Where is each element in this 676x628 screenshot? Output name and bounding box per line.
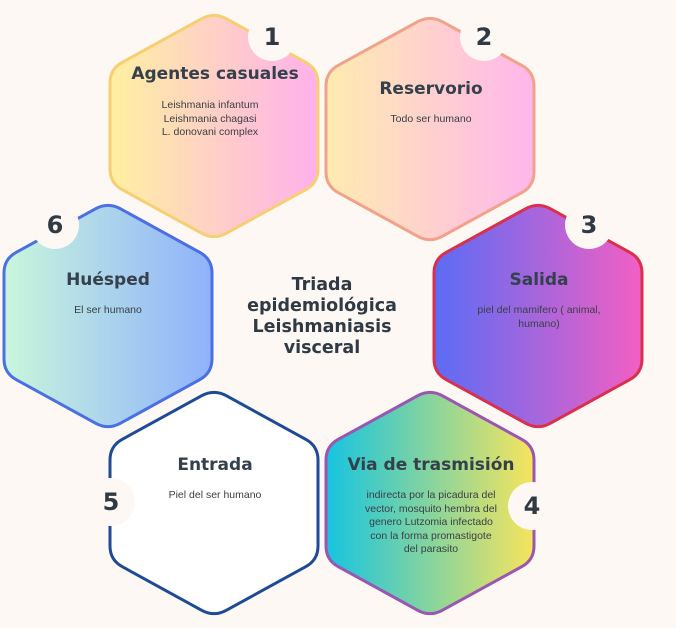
number-badge-circle: [508, 482, 556, 530]
hexagon-agentes-casuales: [108, 13, 320, 239]
center-title-line: Triada: [291, 275, 353, 295]
center-title-line: epidemiológica: [247, 296, 397, 316]
hex-body-reservorio: Todo ser humano: [326, 113, 536, 127]
hexagon-reservorio: [324, 16, 536, 242]
hex-body-line: indirecta por la picadura del: [366, 489, 496, 501]
hex-title-entrada: Entrada: [177, 455, 253, 475]
hexagon-entrada: [108, 390, 320, 616]
hex-body-line: genero Lutzomia infectado: [369, 516, 493, 528]
badge-number-2: 2: [475, 23, 493, 51]
number-badge-circle: [248, 13, 296, 61]
hex-body-salida: piel del mamifero ( animal, humano): [434, 304, 644, 331]
badge-number-3: 3: [580, 211, 598, 239]
hex-body-line: piel del mamifero ( animal,: [477, 304, 601, 316]
badge-number-6: 6: [46, 211, 64, 239]
hex-body-agentes-casuales: Leishmania infantum Leishmania chagasi L…: [110, 99, 310, 140]
hex-title-salida: Salida: [509, 270, 569, 290]
hex-title-via-de-trasmision: Via de trasmisión: [347, 455, 515, 475]
badge-number-4: 4: [523, 492, 541, 520]
hex-body-line: humano): [518, 317, 560, 330]
hexagon-salida: [432, 203, 644, 429]
number-badge-circle: [31, 201, 79, 249]
center-title: Triada epidemiológica Leishmaniasis visc…: [232, 275, 412, 359]
hex-body-line: del parasito: [403, 543, 459, 555]
hex-title-reservorio: Reservorio: [379, 79, 483, 99]
hex-body-huesped: El ser humano: [3, 304, 213, 318]
number-badge-circle: [87, 478, 135, 526]
center-title-line: visceral: [283, 338, 361, 358]
hex-body-line: con la forma promastigote: [370, 529, 492, 542]
hex-body-line: Piel del ser humano: [168, 489, 262, 501]
center-title-line: Leishmaniasis: [252, 317, 392, 337]
hexagon-huesped: [2, 203, 214, 429]
number-badge-circle: [460, 13, 508, 61]
number-badge-circle: [565, 201, 613, 249]
hex-body-line: Todo ser humano: [390, 113, 472, 125]
hex-body-line: Leishmania infantum: [161, 99, 259, 111]
hex-body-line: El ser humano: [74, 304, 142, 316]
hexagon-via-de-trasmision: [324, 390, 536, 616]
hex-title-huesped: Huésped: [66, 270, 150, 290]
badge-number-5: 5: [102, 488, 120, 516]
hex-title-agentes-casuales: Agentes casuales: [131, 64, 299, 84]
hex-body-line: Leishmania chagasi: [163, 112, 257, 125]
hex-body-entrada: Piel del ser humano: [110, 489, 320, 503]
hex-body-via-de-trasmision: indirecta por la picadura del vector, mo…: [326, 489, 536, 557]
hex-body-line: vector, mosquito hembra del: [365, 502, 497, 515]
badge-number-1: 1: [263, 23, 281, 51]
hex-body-line: L. donovani complex: [161, 126, 259, 138]
